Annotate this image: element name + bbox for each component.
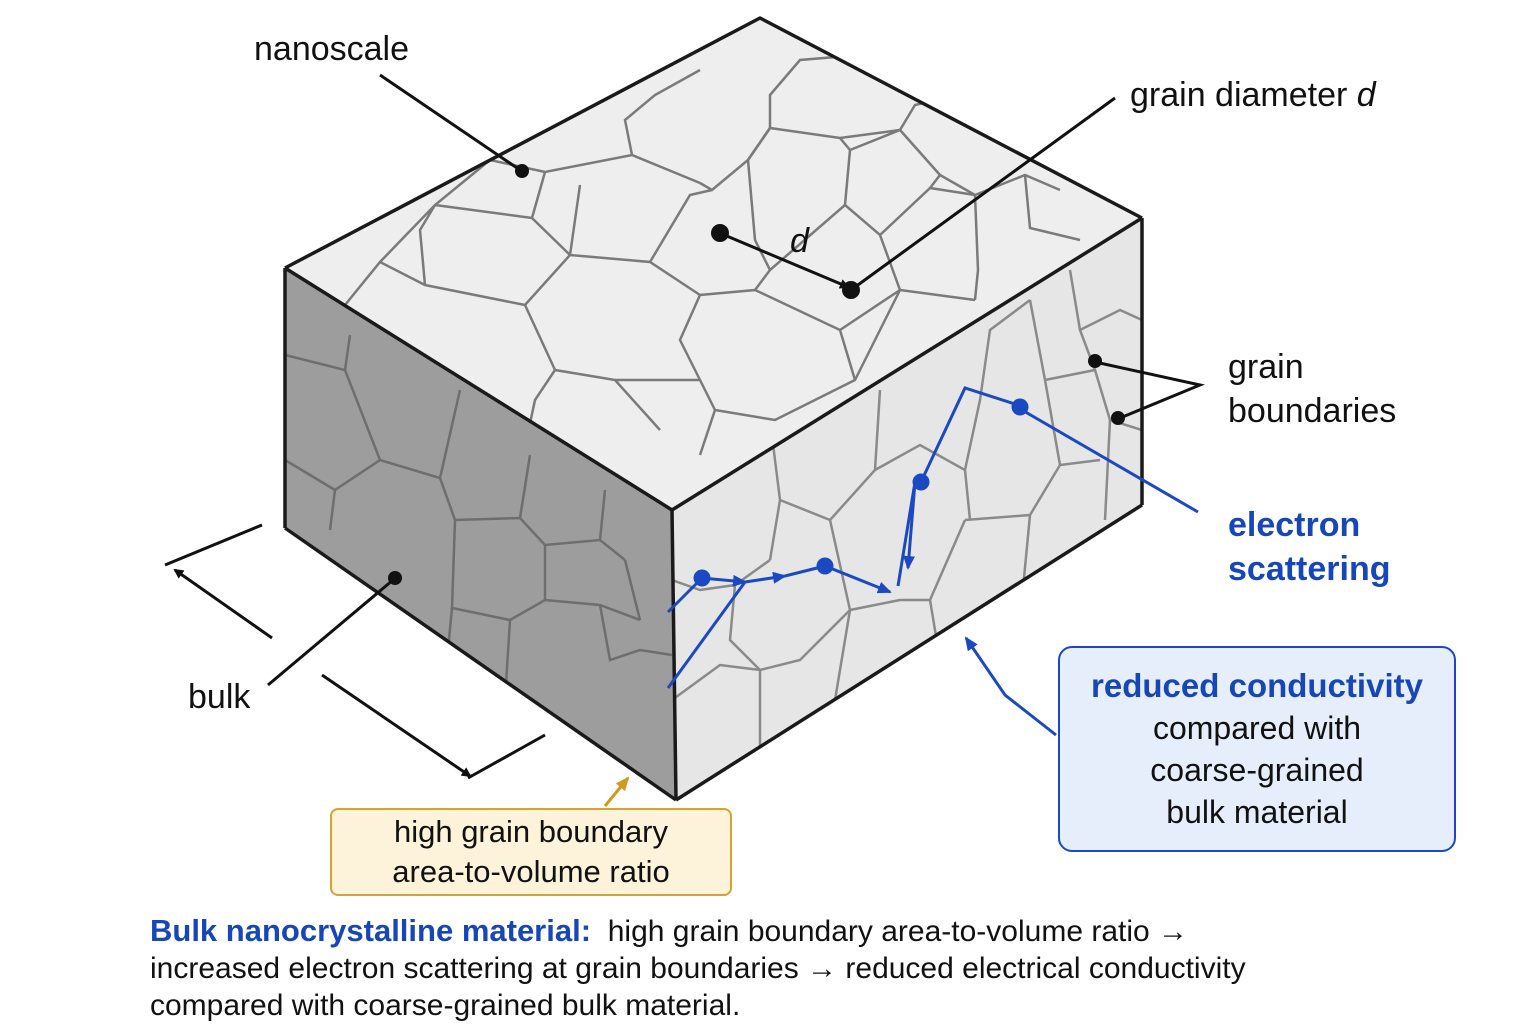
blue-box-title: reduced conductivity <box>1091 667 1423 704</box>
yellow-box-line1: high grain boundary <box>393 814 669 849</box>
blue-box-line1: compared with <box>1152 710 1362 746</box>
scatter-event-1 <box>693 569 711 587</box>
nanoscale-label: nanoscale <box>254 30 409 68</box>
scattering-label: scattering <box>1228 550 1391 588</box>
grain-boundary-dot-2 <box>1111 411 1125 425</box>
diameter-arrow <box>712 226 850 289</box>
right-face <box>672 218 1142 800</box>
scatter-event-2 <box>816 557 834 575</box>
bulk-tick-top <box>164 523 263 567</box>
nanoscale-leader <box>379 73 521 172</box>
yellow-box-line2: area-to-volume ratio <box>392 854 670 889</box>
blue-box-line2: coarse-grained <box>1150 752 1364 788</box>
boundaries-label: boundaries <box>1228 392 1396 430</box>
left-face <box>285 268 676 800</box>
caption-line-1: Bulk nanocrystalline material: high grai… <box>150 912 1520 950</box>
nanoscale-dot <box>515 164 529 178</box>
d-marker-label: d <box>790 222 810 260</box>
caption-text-2: increased electron scattering at grain b… <box>150 952 1246 985</box>
figure-caption: Bulk nanocrystalline material: high grai… <box>150 912 1520 1024</box>
bulk-arrow-lower <box>321 673 472 778</box>
yellow-box-pointer <box>603 776 630 807</box>
bulk-leader <box>267 578 394 687</box>
grain-boundary-ratio-box: high grain boundary area-to-volume ratio <box>330 808 732 896</box>
caption-text-3: compared with coarse-grained bulk materi… <box>150 989 741 1022</box>
grain-boundaries-leader <box>1094 360 1206 420</box>
scatter-event-4 <box>1011 398 1029 416</box>
bulk-tick-bottom <box>467 733 546 780</box>
bulk-label: bulk <box>188 678 251 716</box>
grain-boundary-dot-1 <box>1088 354 1102 368</box>
blue-box-line3: bulk material <box>1166 794 1348 830</box>
reduced-conductivity-box: reduced conductivity compared with coars… <box>1058 646 1456 852</box>
bulk-arrow-upper <box>173 568 273 640</box>
scatter-event-3 <box>912 473 930 491</box>
grain-label: grain <box>1228 348 1304 386</box>
blue-box-pointer <box>964 636 1057 737</box>
caption-text-1: high grain boundary area-to-volume ratio… <box>607 915 1189 948</box>
diameter-start-dot <box>711 224 729 242</box>
block-outline <box>283 16 1144 802</box>
grain-diameter-label: grain diameter d <box>1130 76 1377 114</box>
bulk-dot <box>388 571 402 585</box>
electron-label: electron <box>1228 506 1360 544</box>
caption-title: Bulk nanocrystalline material: <box>150 913 592 948</box>
grain-diameter-leader <box>850 96 1116 292</box>
